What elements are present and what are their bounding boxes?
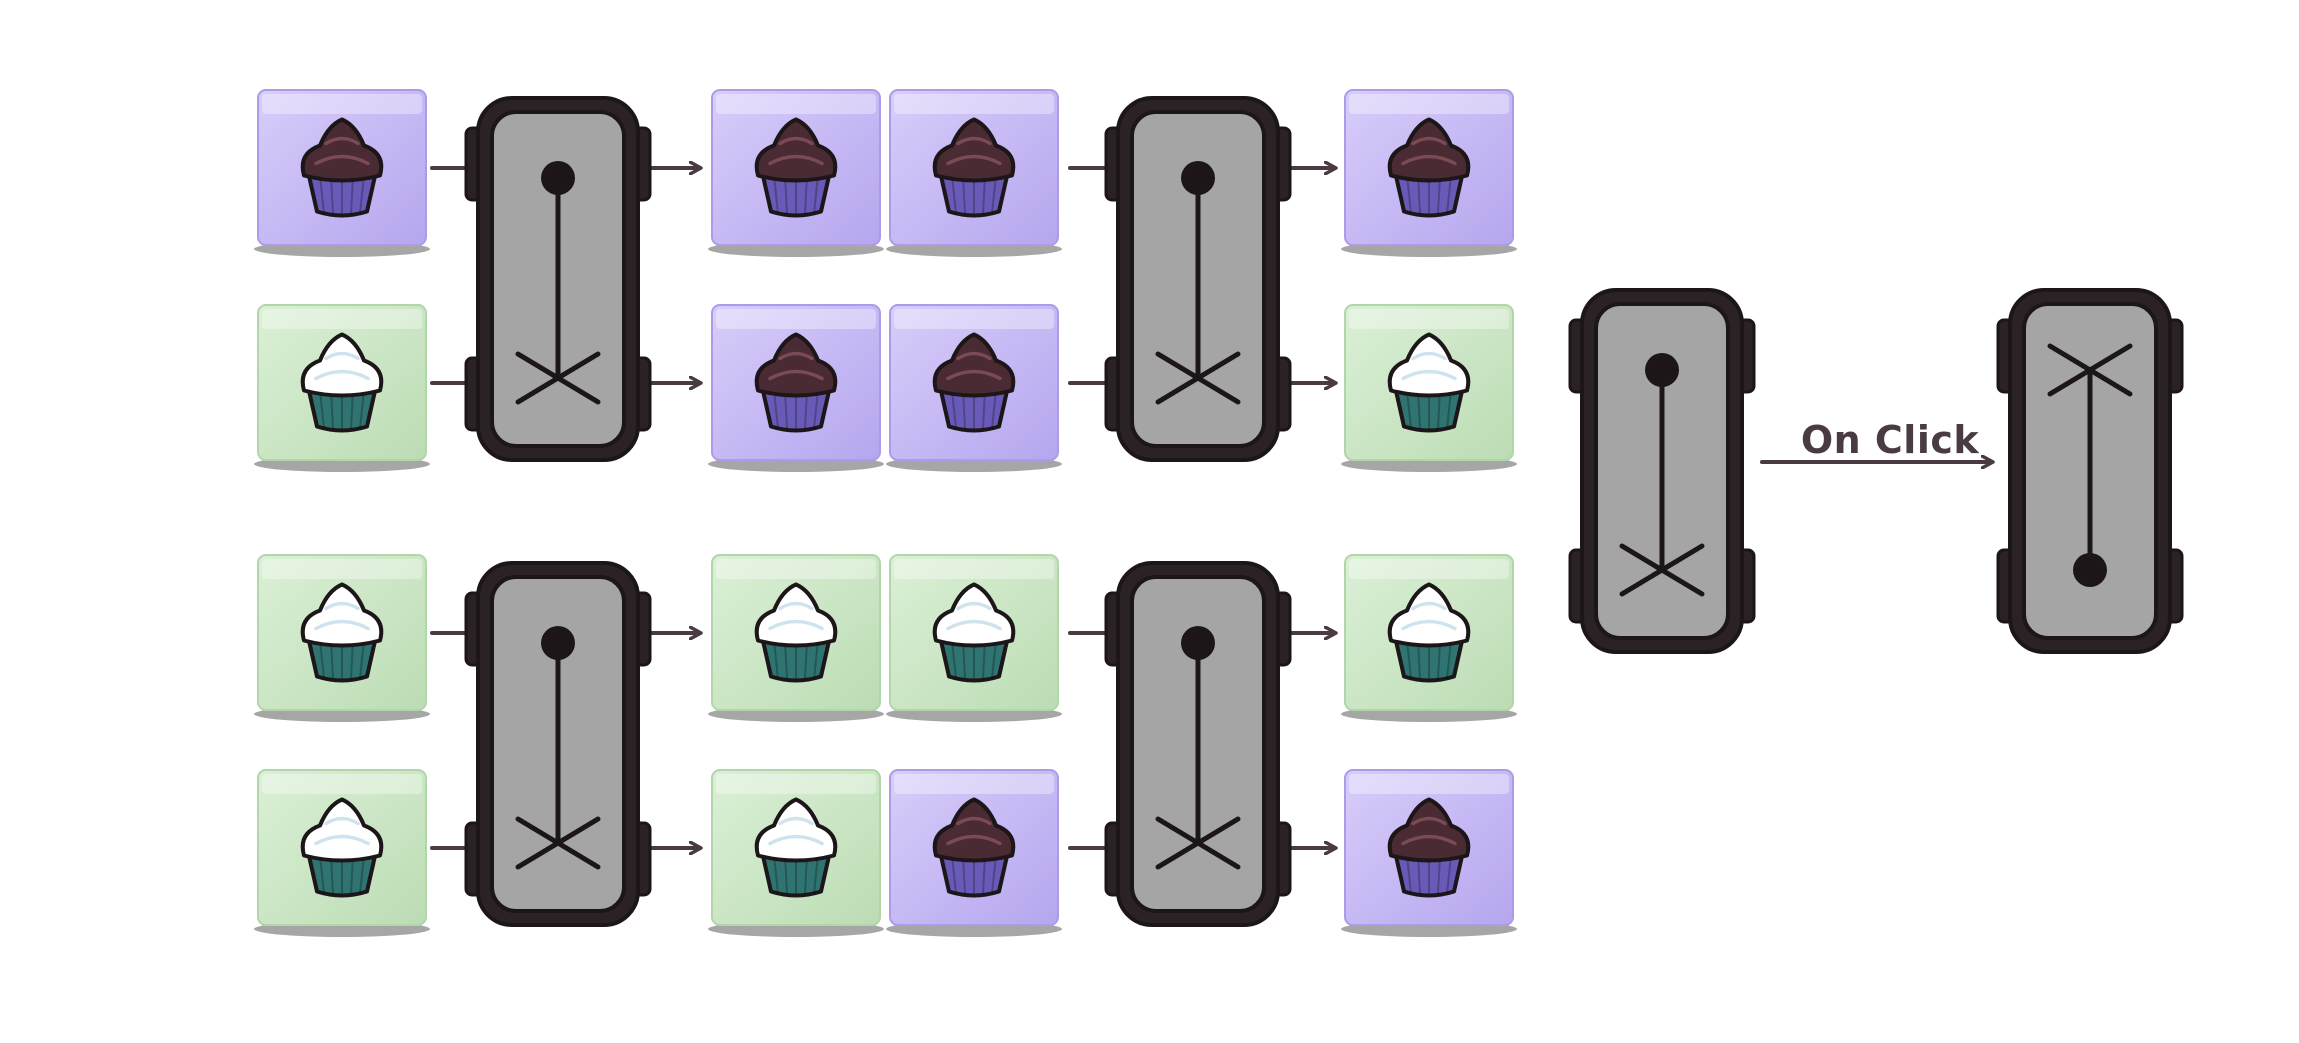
input-box: [254, 769, 430, 937]
target-x-icon: [1155, 816, 1241, 870]
target-x-icon: [1155, 351, 1241, 405]
chocolate-cupcake-icon: [300, 117, 384, 218]
vanilla-cupcake-icon: [754, 582, 838, 683]
vanilla-cupcake-icon: [1387, 332, 1471, 433]
intermediate-box: [708, 304, 884, 472]
intermediate-box: [708, 769, 884, 937]
intermediate-box: [886, 554, 1062, 722]
output-box: [1341, 554, 1517, 722]
control-dot-icon: [1181, 161, 1215, 195]
control-dot-icon: [2073, 553, 2107, 587]
vanilla-cupcake-icon: [1387, 582, 1471, 683]
output-box: [1341, 769, 1517, 937]
input-box: [254, 89, 430, 257]
intermediate-box: [886, 304, 1062, 472]
intermediate-box: [708, 554, 884, 722]
control-dot-icon: [1645, 353, 1679, 387]
target-x-icon: [2047, 343, 2133, 397]
chocolate-cupcake-icon: [932, 117, 1016, 218]
on-click-label: On Click: [1800, 418, 1980, 462]
swap-gate-before: [1568, 288, 1756, 654]
chocolate-cupcake-icon: [754, 332, 838, 433]
vanilla-cupcake-icon: [300, 332, 384, 433]
swap-gate: [464, 96, 652, 462]
control-dot-icon: [541, 626, 575, 660]
intermediate-box: [886, 769, 1062, 937]
target-x-icon: [1619, 543, 1705, 597]
chocolate-cupcake-icon: [1387, 117, 1471, 218]
intermediate-box: [886, 89, 1062, 257]
control-dot-icon: [541, 161, 575, 195]
target-x-icon: [515, 816, 601, 870]
input-box: [254, 304, 430, 472]
output-box: [1341, 89, 1517, 257]
intermediate-box: [708, 89, 884, 257]
vanilla-cupcake-icon: [300, 582, 384, 683]
chocolate-cupcake-icon: [754, 117, 838, 218]
swap-gate: [1104, 561, 1292, 927]
vanilla-cupcake-icon: [754, 797, 838, 898]
swap-gate: [464, 561, 652, 927]
chocolate-cupcake-icon: [1387, 797, 1471, 898]
target-x-icon: [515, 351, 601, 405]
control-dot-icon: [1181, 626, 1215, 660]
chocolate-cupcake-icon: [932, 332, 1016, 433]
swap-gate-after: [1996, 288, 2184, 654]
output-box: [1341, 304, 1517, 472]
input-box: [254, 554, 430, 722]
swap-gate: [1104, 96, 1292, 462]
vanilla-cupcake-icon: [932, 582, 1016, 683]
chocolate-cupcake-icon: [932, 797, 1016, 898]
vanilla-cupcake-icon: [300, 797, 384, 898]
